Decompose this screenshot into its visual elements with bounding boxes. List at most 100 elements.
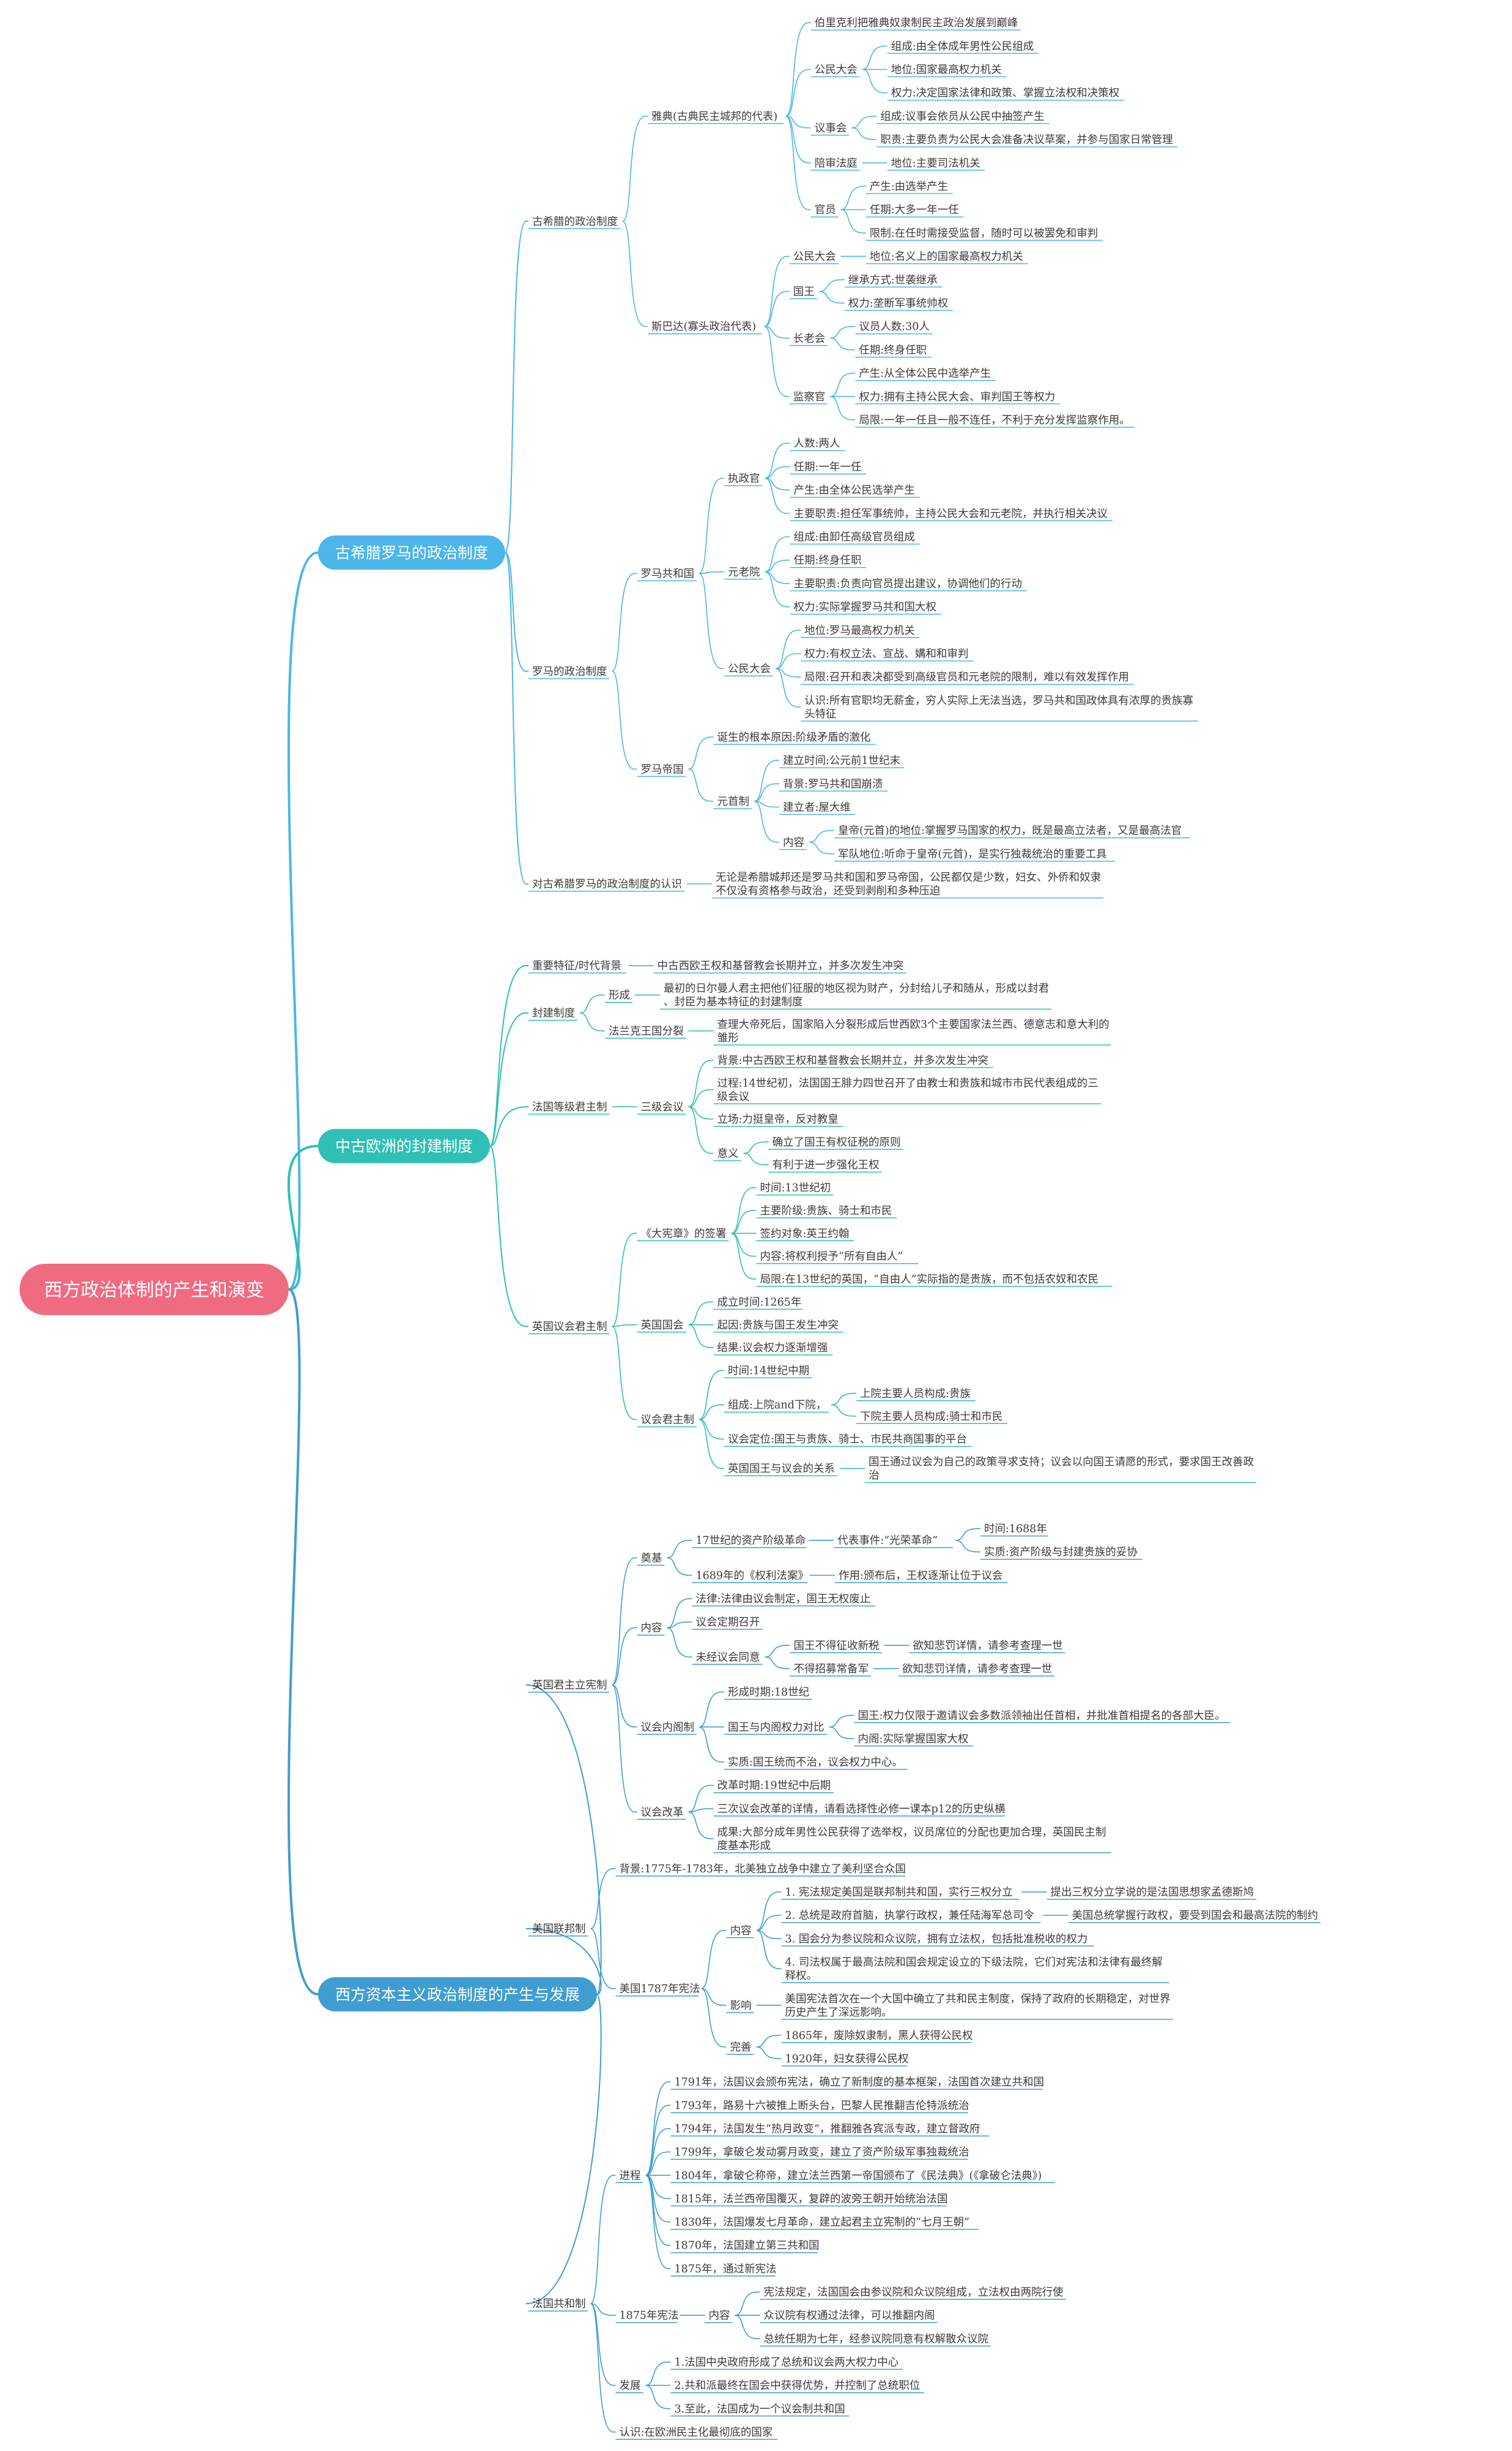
connector-line bbox=[645, 2361, 671, 2386]
topic-node: 议会定位:国王与贵族、骑士、市民共商国事的平台 bbox=[728, 1434, 967, 1446]
topic-node: 下院主要人员构成:骑士和市民 bbox=[860, 1411, 1002, 1423]
topic-node: 1794年，法国发生“热月政变”，推翻雅各宾派专政，建立督政府 bbox=[675, 2123, 980, 2135]
connector-line bbox=[775, 668, 801, 708]
connector-line bbox=[743, 1152, 769, 1166]
connector-line bbox=[525, 1928, 602, 1995]
topic-node: 主要职责:担任军事统帅，主持公民大会和元老院，并执行相关决议 bbox=[794, 508, 1108, 520]
topic-node: 国王 bbox=[793, 286, 815, 298]
connector-line bbox=[765, 571, 790, 584]
connector-line bbox=[612, 1233, 637, 1327]
topic-node: 欲知悲罚详情，请参考查理一世 bbox=[913, 1640, 1063, 1652]
topic-node: 1791年，法国议会颁布宪法，确立了新制度的基本框架，法国首次建立共和国 bbox=[675, 2077, 1045, 2089]
topic-node: 地位:国家最高权力机关 bbox=[891, 64, 1002, 76]
connector-line bbox=[819, 279, 845, 292]
topic-node: 美国总统掌握行政权，要受到国会和最高法院的制约 bbox=[1072, 1910, 1318, 1922]
topic-node: 4. 司法权属于最高法院和国会规定设立的下级法院，它们对宪法和法律有最终解释权。 bbox=[785, 1956, 1163, 1982]
topic-node: 宪法规定，法国国会由参议院和众议院组成，立法权由两院行使 bbox=[764, 2286, 1064, 2299]
connector-line bbox=[735, 2315, 760, 2340]
connector-line bbox=[862, 45, 888, 70]
topic-node: 英国议会君主制 bbox=[532, 1321, 607, 1333]
root-title: 西方政治体制的产生和演变 bbox=[44, 1280, 264, 1301]
topic-node: 任期:终身任职 bbox=[859, 344, 927, 357]
topic-node: 1875年，通过新宪法 bbox=[675, 2263, 777, 2275]
connector-line bbox=[785, 116, 811, 210]
topic-node: 地位:主要司法机关 bbox=[891, 157, 980, 169]
topic-node: 雅典(古典民主城邦的代表) bbox=[651, 111, 777, 123]
root-connector bbox=[287, 551, 319, 1291]
connector-line bbox=[579, 994, 605, 1014]
topic-node: 背景:罗马共和国崩溃 bbox=[783, 778, 883, 790]
connector-line bbox=[785, 22, 811, 117]
topic-node: 法国共和制 bbox=[532, 2298, 586, 2310]
topic-node: 军队地位:听命于皇帝(元首)，是实行独裁统治的重要工具 bbox=[838, 848, 1107, 861]
connector-line bbox=[765, 478, 790, 514]
topic-node: 1689年的《权利法案》 bbox=[696, 1570, 809, 1582]
topic-node: 1870年，法国建立第三共和国 bbox=[675, 2240, 820, 2252]
connector-line bbox=[731, 1210, 757, 1234]
connector-line bbox=[699, 1691, 724, 1728]
connector-line bbox=[764, 325, 790, 398]
topic-node: 时间:1688年 bbox=[984, 1523, 1047, 1535]
topic-node: 意义 bbox=[717, 1148, 739, 1160]
branch-pill[interactable] bbox=[318, 1977, 597, 2012]
topic-node: 元首制 bbox=[717, 796, 750, 808]
connector-line bbox=[765, 478, 790, 491]
topic-node: 议事会 bbox=[815, 122, 847, 135]
branch-pill[interactable] bbox=[318, 1129, 490, 1163]
connector-line bbox=[829, 1726, 854, 1740]
connector-line bbox=[612, 1326, 637, 1420]
topic-node: 产生:由全体公民选举产生 bbox=[794, 484, 915, 497]
topic-node: 国王不得征收新税 bbox=[794, 1640, 880, 1652]
topic-node: 罗马帝国 bbox=[641, 763, 684, 776]
topic-node: 主要阶级:贵族、骑士和市民 bbox=[760, 1205, 892, 1217]
topic-node: 公民大会 bbox=[793, 251, 836, 263]
connector-line bbox=[699, 478, 724, 574]
connector-line bbox=[688, 1059, 714, 1108]
connector-line bbox=[731, 1233, 757, 1257]
topic-node: 建立者:屋大维 bbox=[783, 802, 851, 814]
topic-node: 权力:拥有主持公民大会、审判国王等权力 bbox=[859, 391, 1055, 403]
connector-line bbox=[590, 2303, 616, 2433]
topic-node: 1830年，法国爆发七月革命，建立起君主立宪制的“七月王朝” bbox=[675, 2217, 969, 2229]
topic-node: 组成:由卸任高级官员组成 bbox=[794, 532, 915, 544]
branch-label: 中古欧洲的封建制度 bbox=[335, 1138, 473, 1155]
topic-node: 三级会议 bbox=[641, 1101, 684, 1113]
topic-node: 中古西欧王权和基督教会长期并立，并多次发生冲突 bbox=[658, 960, 904, 973]
connector-line bbox=[612, 1557, 637, 1686]
connector-line bbox=[701, 1929, 727, 1989]
connector-line bbox=[731, 1187, 757, 1234]
connector-line bbox=[579, 1012, 605, 1032]
connector-line bbox=[688, 768, 714, 802]
topic-node: 美国宪法首次在一个大国中确立了共和民主制度，保持了政府的长期稳定，对世界历史产生… bbox=[785, 1993, 1171, 2019]
topic-node: 监察官 bbox=[793, 391, 826, 403]
connector-line bbox=[840, 185, 866, 210]
topic-node: 议会内阁制 bbox=[641, 1721, 695, 1733]
connector-line bbox=[667, 1540, 692, 1559]
connector-line bbox=[756, 1929, 782, 1940]
connector-line bbox=[688, 1808, 714, 1813]
connector-line bbox=[688, 1089, 714, 1108]
connector-line bbox=[743, 1141, 769, 1154]
connector-line bbox=[765, 536, 790, 573]
connector-line bbox=[785, 69, 811, 117]
topic-node: 代表事件:“光荣革命” bbox=[837, 1535, 938, 1547]
topic-node: 组成:议事会依员从公民中抽签产生 bbox=[880, 111, 1044, 123]
root-node[interactable] bbox=[20, 1264, 289, 1315]
connector-line bbox=[667, 1557, 692, 1576]
topic-node: 局限:在13世纪的英国，“自由人”实际指的是贵族，而不包括农奴和农民 bbox=[760, 1274, 1099, 1286]
topic-node: 1799年，拿破仑发动雾月政变，建立了资产阶级军事独裁统治 bbox=[675, 2146, 969, 2159]
topic-node: 组成:由全体成年男性公民组成 bbox=[891, 40, 1034, 53]
connector-line bbox=[590, 2303, 616, 2386]
connector-line bbox=[622, 116, 648, 222]
topic-node: 17世纪的资产阶级革命 bbox=[696, 1535, 806, 1547]
connector-line bbox=[764, 291, 790, 327]
connector-line bbox=[688, 1324, 714, 1348]
connector-line bbox=[489, 1012, 528, 1147]
connector-line bbox=[851, 116, 877, 128]
branch-pill[interactable] bbox=[318, 535, 505, 570]
connector-line bbox=[699, 571, 724, 574]
topic-node: 确立了国王有权征税的原则 bbox=[773, 1137, 901, 1149]
topic-node: 认识:在欧洲民主化最彻底的国家 bbox=[620, 2427, 773, 2439]
connector-line bbox=[688, 1106, 714, 1154]
connector-line bbox=[489, 1145, 528, 1327]
